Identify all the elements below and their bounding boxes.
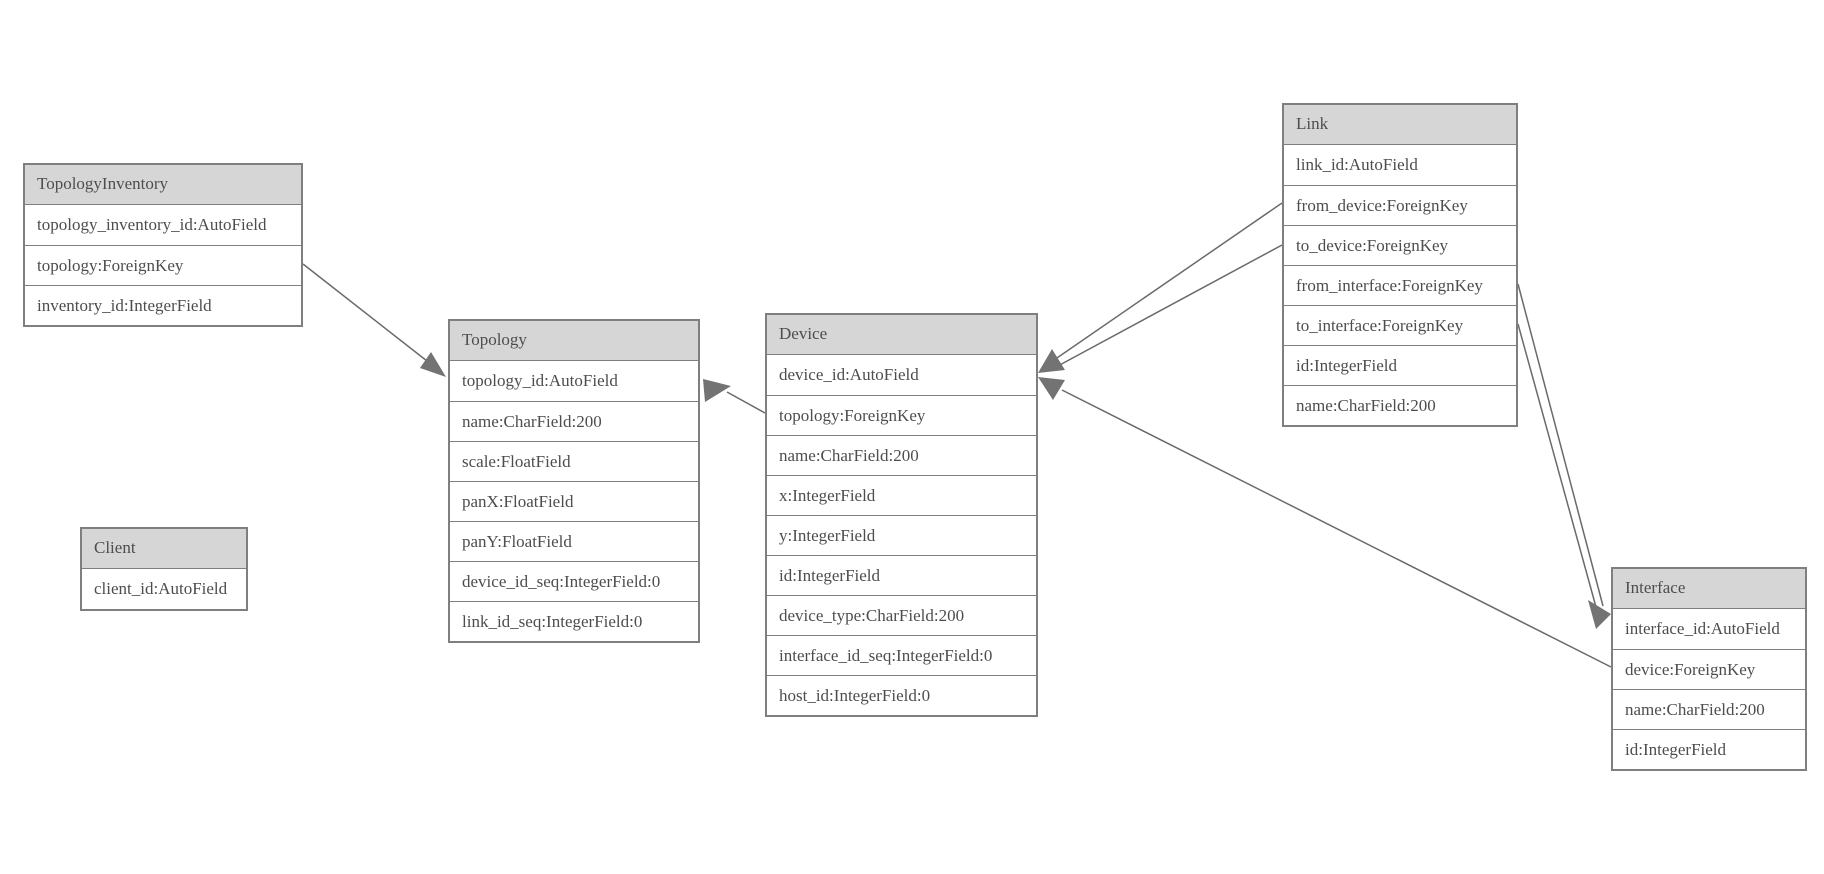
field-row: x:IntegerField	[767, 475, 1036, 515]
field-row: device_type:CharField:200	[767, 595, 1036, 635]
field-row: to_device:ForeignKey	[1284, 225, 1516, 265]
field-row: client_id:AutoField	[82, 569, 246, 609]
field-row: topology:ForeignKey	[767, 395, 1036, 435]
arrowhead-into-device-from-interface	[1038, 377, 1065, 400]
edge-link-tointerface-interface	[1517, 323, 1597, 608]
entity-title: Client	[82, 529, 246, 569]
field-row: scale:FloatField	[450, 441, 698, 481]
field-row: name:CharField:200	[767, 435, 1036, 475]
field-row: topology_inventory_id:AutoField	[25, 205, 301, 245]
field-row: from_device:ForeignKey	[1284, 185, 1516, 225]
field-row: name:CharField:200	[1284, 385, 1516, 425]
field-row: topology_id:AutoField	[450, 361, 698, 401]
arrowhead-into-topology-from-topologyinventory	[420, 352, 446, 377]
field-row: host_id:IntegerField:0	[767, 675, 1036, 715]
arrowhead-into-interface-from-link	[1588, 600, 1611, 629]
field-row: name:CharField:200	[1613, 689, 1805, 729]
field-row: device_id_seq:IntegerField:0	[450, 561, 698, 601]
arrowhead-into-topology-from-device	[703, 379, 731, 402]
field-row: topology:ForeignKey	[25, 245, 301, 285]
field-row: y:IntegerField	[767, 515, 1036, 555]
entity-title: Topology	[450, 321, 698, 361]
field-row: panY:FloatField	[450, 521, 698, 561]
entity-title: TopologyInventory	[25, 165, 301, 205]
edge-device-topology	[726, 391, 766, 414]
entity-title: Device	[767, 315, 1036, 355]
edge-link-frominterface-interface	[1517, 283, 1604, 607]
field-row: device_id:AutoField	[767, 355, 1036, 395]
field-row: to_interface:ForeignKey	[1284, 305, 1516, 345]
field-row: link_id_seq:IntegerField:0	[450, 601, 698, 641]
edge-interface-device	[1061, 389, 1612, 668]
field-row: id:IntegerField	[767, 555, 1036, 595]
field-row: inventory_id:IntegerField	[25, 285, 301, 325]
field-row: name:CharField:200	[450, 401, 698, 441]
field-row: from_interface:ForeignKey	[1284, 265, 1516, 305]
field-row: link_id:AutoField	[1284, 145, 1516, 185]
edge-link-fromdevice-device	[1053, 202, 1283, 361]
field-row: id:IntegerField	[1613, 729, 1805, 769]
entity-title: Interface	[1613, 569, 1805, 609]
arrowhead-into-device-from-link	[1038, 349, 1065, 373]
field-row: interface_id_seq:IntegerField:0	[767, 635, 1036, 675]
edge-topologyinventory-topology	[302, 263, 428, 362]
entity-title: Link	[1284, 105, 1516, 145]
field-row: interface_id:AutoField	[1613, 609, 1805, 649]
edge-link-todevice-device	[1055, 244, 1283, 368]
field-row: id:IntegerField	[1284, 345, 1516, 385]
field-row: panX:FloatField	[450, 481, 698, 521]
field-row: device:ForeignKey	[1613, 649, 1805, 689]
